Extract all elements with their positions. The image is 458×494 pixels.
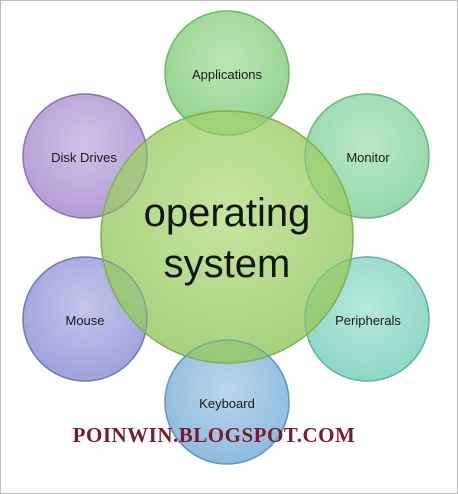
node-label-mouse: Mouse [65,313,104,328]
center-label-line1: operating [144,191,311,235]
node-label-keyboard: Keyboard [199,396,255,411]
node-label-peripherals: Peripherals [335,313,401,328]
center-circle [100,110,354,364]
center-node [100,110,354,364]
node-label-disk-drives: Disk Drives [51,150,117,165]
center-label-line2: system [164,242,291,286]
node-label-monitor: Monitor [346,150,390,165]
node-label-applications: Applications [192,67,263,82]
watermark-text: POINWIN.BLOGSPOT.COM [73,423,356,447]
